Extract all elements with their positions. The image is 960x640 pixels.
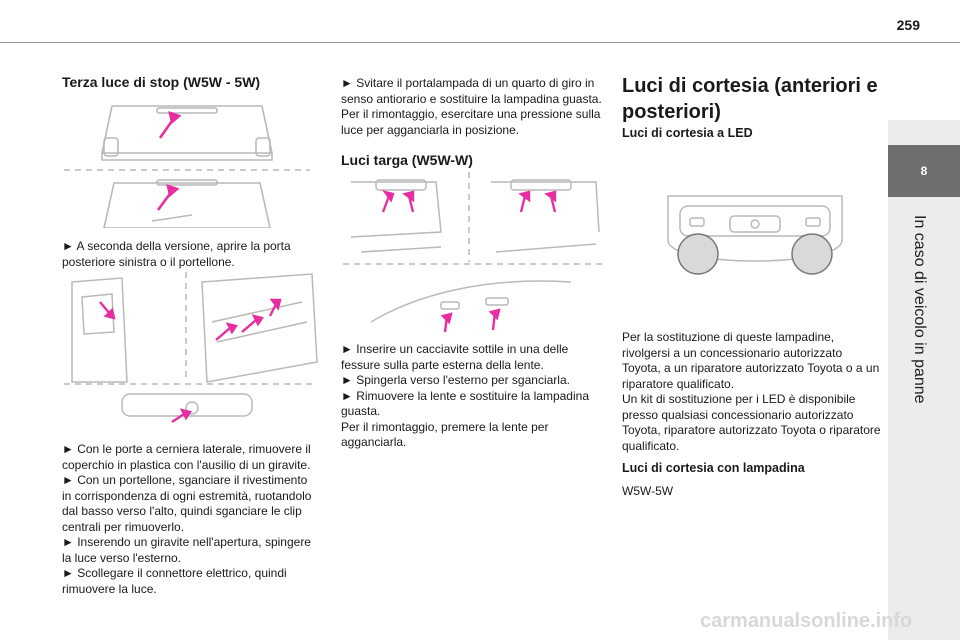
col1-step-line: in corrispondenza di ogni estremità, ruo… <box>62 488 312 503</box>
courtesy-lights-title-line: Luci di cortesia (anteriori e <box>622 75 878 97</box>
col1-step-line: ► Scollegare il connettore elettrico, qu… <box>62 566 287 580</box>
page-number: 259 <box>896 17 920 33</box>
col2-step-line: fessure sulla parte esterna della lente. <box>341 357 544 372</box>
col2-intro: ► Svitare il portalampada di un quarto d… <box>341 76 603 138</box>
bulb-type: W5W-5W <box>622 484 674 498</box>
col1-step-line: ► Con un portellone, sganciare il rivest… <box>62 473 308 487</box>
col2-step-line: ► Inserire un cacciavite sottile in una … <box>341 342 569 356</box>
col2-step-line: guasta. <box>341 404 381 418</box>
col3-paragraph-line: Per la sostituzione di queste lampadine, <box>622 330 835 344</box>
col3-paragraph-line: riparatore qualificato. <box>622 376 735 391</box>
courtesy-lights-title-line: posteriori) <box>622 101 721 123</box>
bulb-courtesy-heading: Luci di cortesia con lampadina <box>622 461 805 475</box>
license-plate-lights-heading: Luci targa (W5W-W) <box>341 152 473 168</box>
col1-step-line: centrali per rimuoverlo. <box>62 519 185 534</box>
col1-step-line: coperchio in plastica con l'ausilio di u… <box>62 457 311 472</box>
led-courtesy-heading: Luci di cortesia a LED <box>622 126 753 140</box>
col3-paragraph-line: Toyota, riparatore autorizzato Toyota o … <box>622 423 881 437</box>
col1-step-line: rimuovere la luce. <box>62 581 157 596</box>
col3-paragraph-line: rivolgersi a un concessionario autorizza… <box>622 345 843 360</box>
col2-intro-line: senso antiorario e sostituire la lampadi… <box>341 91 602 106</box>
col1-step-line: ► Con le porte a cerniera laterale, rimu… <box>62 442 311 456</box>
trim-removal-figure <box>62 272 318 432</box>
col2-intro-line: luce per agganciarla in posizione. <box>341 122 520 137</box>
col2-intro-line: ► Svitare il portalampada di un quarto d… <box>341 76 595 90</box>
license-plate-figure <box>341 172 605 334</box>
header-divider <box>0 42 960 43</box>
courtesy-light-figure <box>660 190 850 280</box>
courtesy-lights-title: Luci di cortesia (anteriori e posteriori… <box>622 73 884 125</box>
chapter-number[interactable]: 8 <box>888 145 960 197</box>
col2-intro-line: Per il rimontaggio, esercitare una press… <box>341 107 601 121</box>
col2-step-line: ► Rimuovere la lente e sostituire la lam… <box>341 388 589 403</box>
third-brake-light-heading: Terza luce di stop (W5W - 5W) <box>62 74 261 90</box>
col1-steps: ► Con le porte a cerniera laterale, rimu… <box>62 442 320 597</box>
col3-paragraph-line: qualificato. <box>622 438 680 453</box>
chapter-title: In caso di veicolo in panne <box>904 215 928 404</box>
col1-step-line: ► Inserendo un giravite nell'apertura, s… <box>62 535 311 549</box>
col1-step-open: ► A seconda della versione, aprire la po… <box>62 239 291 269</box>
col3-paragraph-line: presso qualsiasi concessionario autorizz… <box>622 407 854 422</box>
col3-paragraph-line: Un kit di sostituzione per i LED è dispo… <box>622 392 856 406</box>
col2-step-line: agganciarla. <box>341 435 407 449</box>
col3-paragraph-line: Toyota, a un riparatore autorizzato Toyo… <box>622 361 880 375</box>
chapter-title-text: In caso di veicolo in panne <box>911 215 928 404</box>
col2-step-line: Per il rimontaggio, premere la lente per <box>341 419 549 434</box>
watermark: carmanualsonline.info <box>700 610 913 632</box>
chapter-tab <box>888 120 960 640</box>
col1-step-line: dal basso verso l'alto, quindi sganciare… <box>62 504 302 518</box>
col3-paragraph: Per la sostituzione di queste lampadine,… <box>622 330 884 454</box>
col1-step-line: la luce verso l'esterno. <box>62 550 182 565</box>
tailgate-figure <box>62 98 312 228</box>
col2-step-line: ► Spingerla verso l'esterno per sganciar… <box>341 373 570 387</box>
col2-steps: ► Inserire un cacciavite sottile in una … <box>341 342 603 451</box>
